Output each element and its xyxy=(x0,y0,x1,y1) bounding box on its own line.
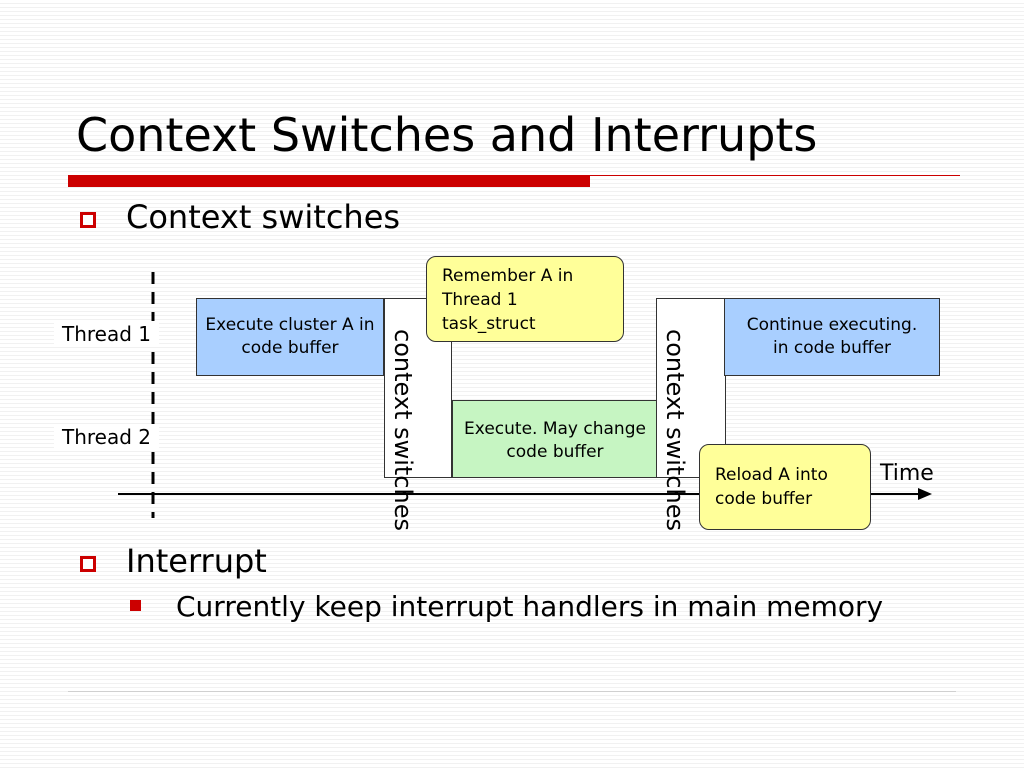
context-switch-box-1: context switches xyxy=(384,298,452,531)
slide-title: Context Switches and Interrupts xyxy=(76,108,818,162)
bullet-interrupt: Interrupt xyxy=(126,542,267,580)
bullet-context-switches: Context switches xyxy=(126,198,401,236)
filled-square-bullet-icon xyxy=(130,600,141,611)
thread-1-label: Thread 1 xyxy=(54,321,160,347)
title-underline-thick xyxy=(68,175,590,187)
sub-bullet-interrupt-handlers: Currently keep interrupt handlers in mai… xyxy=(176,590,884,623)
remember-callout: Remember A in Thread 1 task_struct xyxy=(426,256,624,342)
title-underline-thin xyxy=(590,175,960,176)
context-switch-label-1: context switches xyxy=(389,329,417,531)
hollow-square-bullet-icon xyxy=(80,556,96,572)
reload-callout: Reload A into code buffer xyxy=(699,444,871,530)
execute-may-change-box: Execute. May change code buffer xyxy=(452,400,658,478)
time-axis-label: Time xyxy=(880,461,934,486)
hollow-square-bullet-icon xyxy=(80,212,96,228)
footer-divider xyxy=(68,691,956,692)
thread-2-label: Thread 2 xyxy=(54,424,160,450)
context-switch-label-2: context switches xyxy=(661,329,689,531)
execute-cluster-box: Execute cluster A in code buffer xyxy=(196,298,384,376)
time-axis-arrowhead-icon xyxy=(918,488,932,500)
continue-executing-box: Continue executing. in code buffer xyxy=(724,298,940,376)
